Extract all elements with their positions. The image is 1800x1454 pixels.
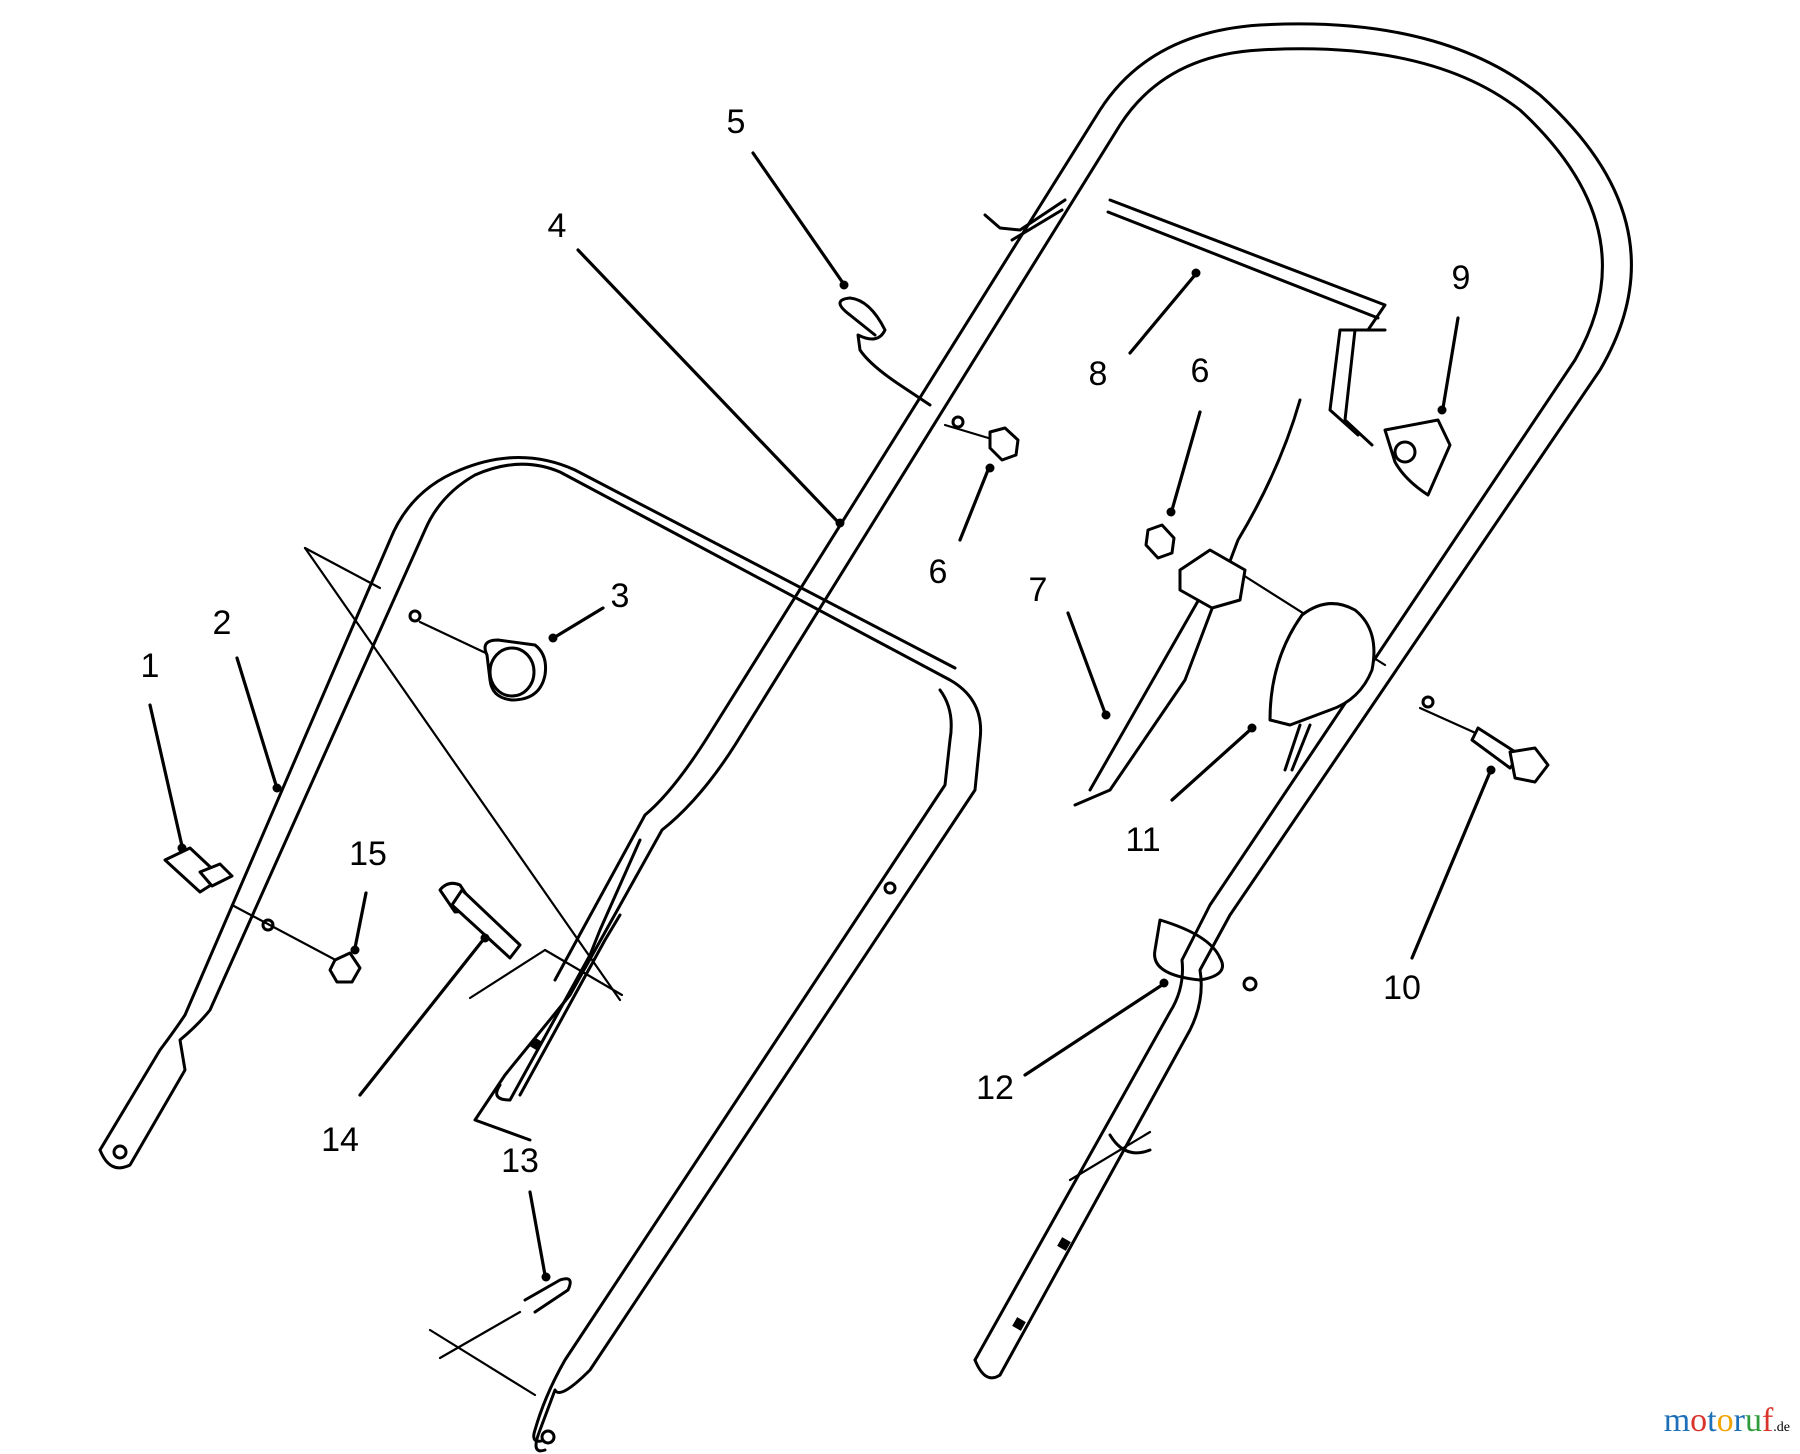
callout-1: 1 xyxy=(141,647,160,685)
callout-11: 11 xyxy=(1125,821,1160,859)
knob xyxy=(483,638,547,702)
callout-4: 4 xyxy=(548,207,567,245)
nut-6-left xyxy=(988,426,1020,462)
callout-3: 3 xyxy=(611,577,630,615)
callout-labels: 1 2 3 4 5 6 6 7 8 9 10 11 12 13 14 15 xyxy=(141,103,1471,1180)
control-lever xyxy=(1268,602,1376,772)
bolt-1 xyxy=(163,846,234,894)
upper-handle xyxy=(473,22,1633,1380)
watermark-suffix: .de xyxy=(1773,1420,1790,1435)
callout-12: 12 xyxy=(976,1069,1014,1107)
leader-dots xyxy=(177,268,1496,1282)
callout-9: 9 xyxy=(1452,259,1471,297)
cable-tie xyxy=(1153,918,1224,982)
callout-10: 10 xyxy=(1383,969,1421,1007)
callout-2: 2 xyxy=(213,604,232,642)
nut-6-right xyxy=(1144,523,1176,560)
watermark-text: motoruf xyxy=(1663,1402,1774,1439)
assembly-lines xyxy=(230,423,1482,1397)
callout-5: 5 xyxy=(727,103,746,141)
bracket xyxy=(1383,418,1452,497)
bolt-10 xyxy=(1470,726,1550,784)
callout-6-left: 6 xyxy=(929,553,948,591)
callout-15: 15 xyxy=(349,835,387,873)
callout-8: 8 xyxy=(1089,355,1108,393)
hook xyxy=(838,296,932,407)
callout-7: 7 xyxy=(1029,571,1048,609)
bolt-14 xyxy=(438,881,522,960)
cable xyxy=(1073,398,1302,807)
lower-handle xyxy=(98,415,1435,1453)
leader-lines xyxy=(148,151,1492,1277)
callout-13: 13 xyxy=(501,1142,539,1180)
watermark-logo: motoruf.de xyxy=(1664,1402,1790,1440)
nut-15 xyxy=(328,951,362,984)
callout-6-right: 6 xyxy=(1191,352,1210,390)
control-rod xyxy=(1328,328,1387,447)
cotter-pin xyxy=(523,1277,572,1314)
callout-14: 14 xyxy=(321,1121,359,1159)
